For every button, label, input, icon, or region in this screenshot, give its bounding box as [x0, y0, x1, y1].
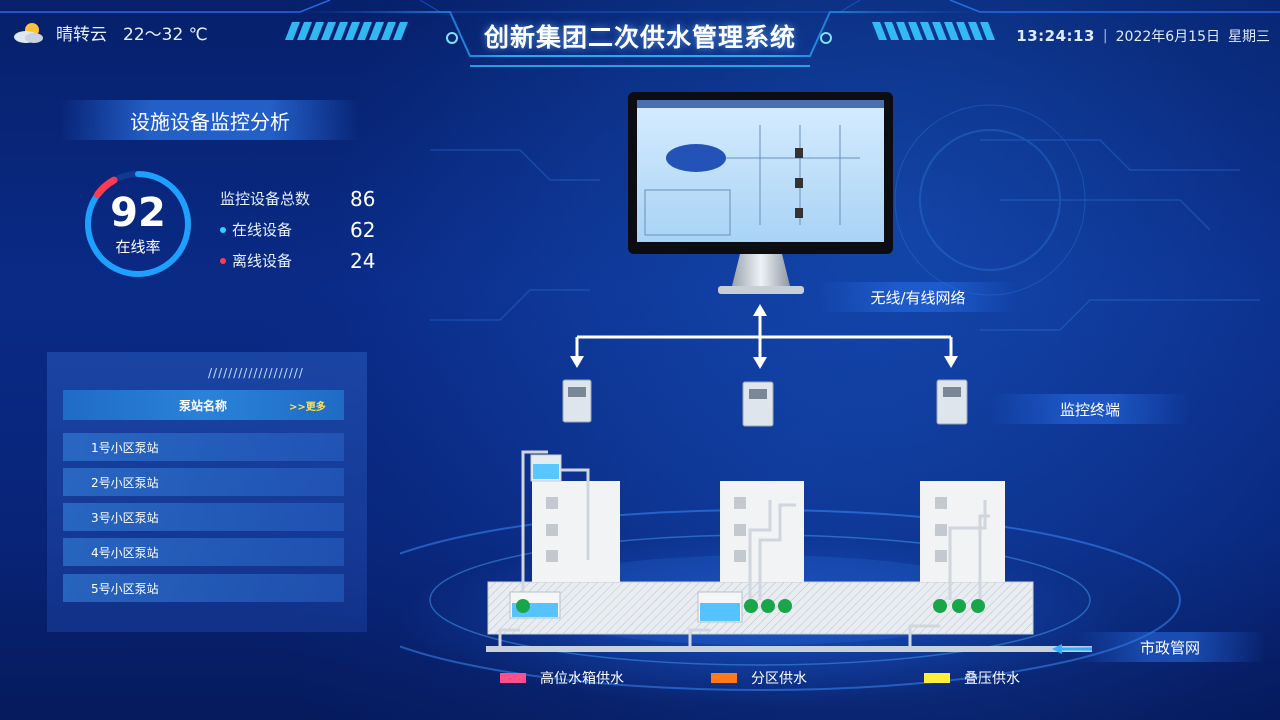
- circuit-pattern: [430, 104, 1260, 331]
- legend-item: 分区供水: [711, 668, 807, 688]
- weather-widget: 晴转云 22～32 ℃: [12, 20, 208, 45]
- station-item[interactable]: 1号小区泵站: [63, 433, 344, 461]
- stat-total: 监控设备总数 86: [220, 183, 390, 214]
- panel-decoration: ///////////////////: [208, 366, 304, 380]
- section-title-monitoring: 设施设备监控分析: [60, 100, 360, 140]
- stat-offline: 离线设备 24: [220, 245, 390, 276]
- terminal-label: 监控终端: [990, 394, 1190, 424]
- weather-text: 晴转云: [56, 25, 107, 45]
- stat-online: 在线设备 62: [220, 214, 390, 245]
- monitoring-terminal-icon: [562, 379, 968, 427]
- stat-total-label: 监控设备总数: [220, 190, 311, 208]
- network-label: 无线/有线网络: [818, 282, 1018, 312]
- header-frame: [0, 0, 1280, 67]
- legend-swatch: [711, 673, 737, 683]
- station-header-name: 泵站名称: [179, 398, 228, 413]
- sun-cloud-icon: [14, 22, 43, 43]
- station-item[interactable]: 3号小区泵站: [63, 503, 344, 531]
- station-list-header: 泵站名称 >>更多: [63, 390, 344, 420]
- clock-date: 2022年6月15日: [1115, 29, 1220, 45]
- legend-swatch: [924, 673, 950, 683]
- legend-label: 分区供水: [751, 671, 807, 687]
- system-title: 创新集团二次供水管理系统: [483, 23, 796, 52]
- more-link[interactable]: >>更多: [289, 401, 326, 413]
- network-arrows: [575, 314, 953, 362]
- municipal-network-label: 市政管网: [1075, 632, 1265, 662]
- clock-time: 13:24:13: [1016, 27, 1095, 45]
- device-stats: 监控设备总数 86 在线设备 62 离线设备 24: [220, 183, 390, 276]
- online-rate-gauge: [85, 171, 191, 277]
- legend-label: 叠压供水: [964, 671, 1020, 687]
- stat-online-value: 62: [350, 217, 376, 242]
- stat-total-value: 86: [350, 186, 376, 211]
- offline-dot-icon: [220, 257, 226, 264]
- temperature: 22～32 ℃: [123, 25, 208, 45]
- pump-fan-icon: [516, 599, 985, 613]
- datetime: 13:24:13 | 2022年6月15日 星期三: [1016, 26, 1270, 46]
- legend-swatch: [500, 673, 526, 683]
- station-item[interactable]: 4号小区泵站: [63, 538, 344, 566]
- station-item[interactable]: 2号小区泵站: [63, 468, 344, 496]
- clock-weekday: 星期三: [1228, 29, 1270, 45]
- stat-offline-label: 离线设备: [232, 252, 293, 270]
- legend-label: 高位水箱供水: [540, 671, 624, 687]
- stat-online-label: 在线设备: [232, 221, 293, 239]
- legend-item: 叠压供水: [924, 668, 1020, 688]
- computer-monitor-icon: [628, 92, 893, 294]
- building-icon: [530, 454, 1005, 582]
- water-supply-diagram: [400, 92, 1260, 691]
- online-rate-value: 92: [110, 190, 166, 236]
- station-item[interactable]: 5号小区泵站: [63, 574, 344, 602]
- online-dot-icon: [220, 226, 226, 233]
- stat-offline-value: 24: [350, 248, 376, 273]
- datetime-separator: |: [1102, 28, 1108, 44]
- legend-item: 高位水箱供水: [500, 668, 624, 688]
- online-rate-label: 在线率: [115, 238, 161, 256]
